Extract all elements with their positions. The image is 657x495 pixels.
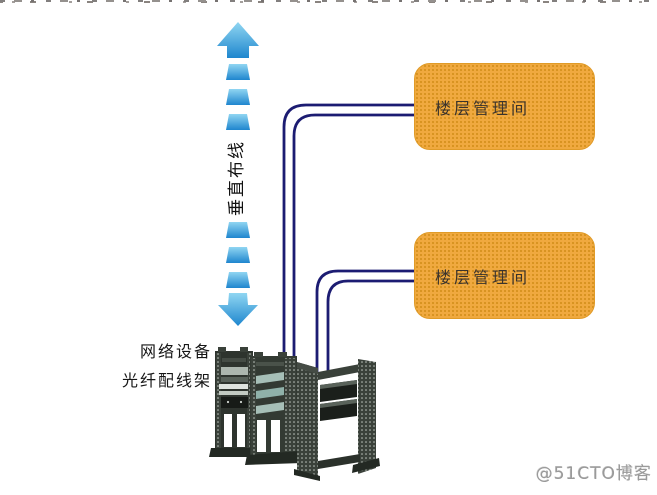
rack-right bbox=[294, 359, 380, 481]
arrow-segment bbox=[226, 222, 250, 238]
arrow-segment bbox=[226, 114, 250, 130]
vertical-cabling-arrow bbox=[217, 22, 259, 326]
vertical-cabling-label: 垂直布线 bbox=[227, 140, 247, 216]
rack-labels: 网络设备 光纤配线架 bbox=[90, 337, 212, 395]
floor-room-box-2: 楼层管理间 bbox=[414, 232, 595, 319]
cable-room2-inner bbox=[326, 279, 415, 378]
backbone-cables bbox=[282, 103, 415, 378]
arrow-head-up bbox=[217, 22, 259, 58]
watermark: @51CTO博客 bbox=[535, 464, 652, 484]
arrow-segment bbox=[226, 64, 250, 80]
arrow-head-down bbox=[218, 293, 258, 326]
cable-room2-outer bbox=[315, 269, 415, 378]
cropped-text-fragments bbox=[0, 0, 657, 3]
cable-room1-inner bbox=[292, 113, 415, 366]
arrow-segment bbox=[226, 247, 250, 263]
rack-label-fiber-patch-panel: 光纤配线架 bbox=[121, 371, 212, 390]
server-racks bbox=[209, 347, 380, 481]
floor-room-label-1: 楼层管理间 bbox=[435, 98, 531, 118]
arrow-segment bbox=[226, 272, 250, 288]
rack-left bbox=[209, 347, 259, 457]
rack-middle bbox=[245, 352, 302, 465]
floor-room-label-2: 楼层管理间 bbox=[435, 267, 531, 287]
rack-label-network-equipment: 网络设备 bbox=[139, 342, 212, 361]
floor-room-box-1: 楼层管理间 bbox=[414, 63, 595, 150]
arrow-segment bbox=[226, 89, 250, 105]
cable-room1-outer bbox=[282, 103, 415, 366]
